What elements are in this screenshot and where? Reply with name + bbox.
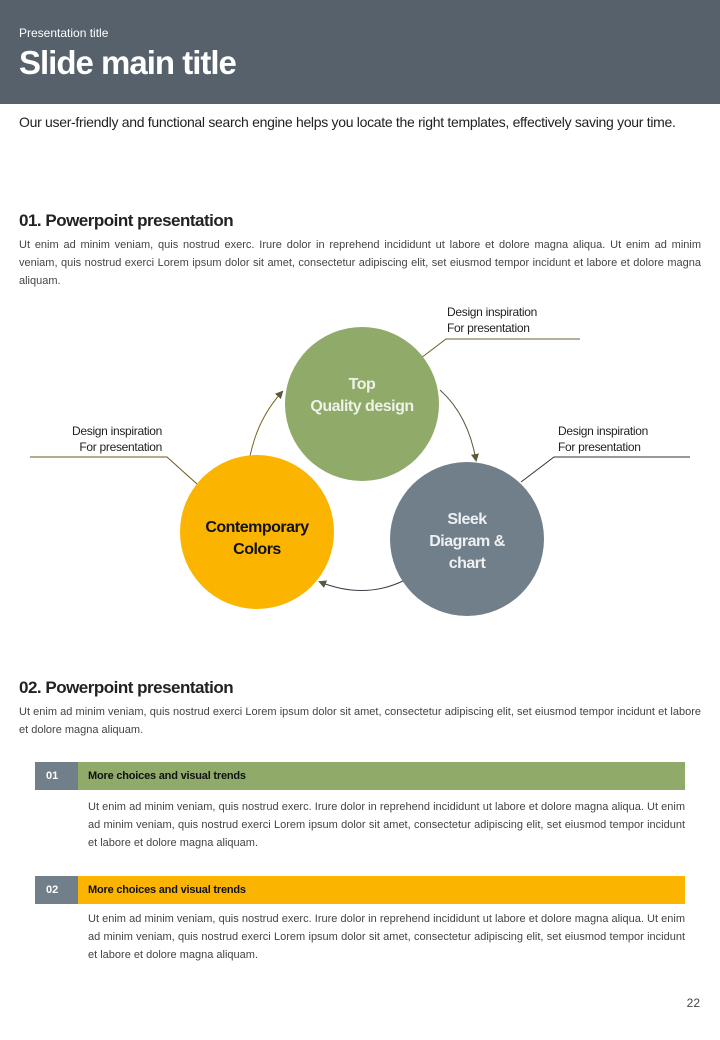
intro-text: Our user-friendly and functional search … [19,114,676,130]
item-label: More choices and visual trends [78,762,685,790]
arrow-grey-to-yellow [318,579,406,591]
circle-label: Diagram & [429,533,505,550]
callout-line-top [420,338,580,359]
callout-text: Design inspiration [558,424,648,438]
slide-title: Slide main title [19,44,237,81]
item-text-2: Ut enim ad minim veniam, quis nostrud ex… [88,913,685,961]
circle-label: Quality design [310,398,413,415]
circle-contemporary-colors [180,455,334,609]
circle-label: Sleek [447,511,487,528]
callout-text: For presentation [79,440,162,454]
item-text-1: Ut enim ad minim veniam, quis nostrud ex… [88,801,685,849]
cycle-diagram: Top Quality design Contemporary Colors S… [30,305,690,616]
circle-label: Top [349,376,376,393]
item-label: More choices and visual trends [78,876,685,904]
circle-label: chart [449,555,487,572]
item-bar-1: 01 More choices and visual trends [35,762,685,790]
callout-text: Design inspiration [72,424,162,438]
circle-sleek-diagram [390,462,544,616]
callout-line-left [30,456,198,485]
section2-body: Ut enim ad minim veniam, quis nostrud ex… [19,706,701,736]
item-number: 01 [35,762,78,790]
arrow-yellow-to-green [249,390,284,457]
section1-body: Ut enim ad minim veniam, quis nostrud ex… [19,239,701,287]
callout-text: For presentation [447,321,530,335]
section2-heading: 02. Powerpoint presentation [19,678,234,697]
circle-label: Colors [233,541,281,558]
page-number: 22 [686,996,700,1010]
section1-heading: 01. Powerpoint presentation [19,211,234,230]
header-banner: Presentation title Slide main title [0,0,720,104]
presentation-title: Presentation title [19,26,109,40]
callout-text: Design inspiration [447,305,537,319]
circle-top-quality [285,327,439,481]
circle-label: Contemporary [205,519,309,536]
arrow-green-to-grey [439,389,479,462]
callout-line-right [520,456,690,483]
callout-text: For presentation [558,440,641,454]
item-bar-2: 02 More choices and visual trends [35,876,685,904]
item-number: 02 [35,876,78,904]
